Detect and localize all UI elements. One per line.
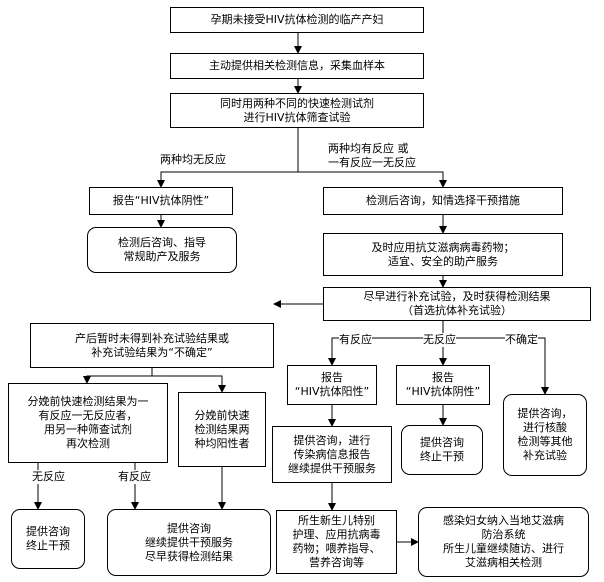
edge-label-reactive: 两种均有反应 或 一有反应一无反应 <box>328 142 416 170</box>
edge-label-no-reaction: 无反应 <box>423 333 456 347</box>
node-continue-service: 提供咨询 继续提供干预服务 尽早获得检测结果 <box>107 509 271 576</box>
node-report-negative-2: 报告 “HIV抗体阴性” <box>396 365 490 405</box>
node-antiviral: 及时应用抗艾滋病病毒药物； 适宜、安全的助产服务 <box>323 233 563 276</box>
node-report-negative: 报告“HIV抗体阴性” <box>89 187 233 215</box>
node-terminate-intervention: 提供咨询 终止干预 <box>401 425 483 475</box>
node-retest-other-reagent: 分娩前快速检测结果为一 有反应一无反应者， 用另一种筛查试剂 再次检测 <box>8 383 168 463</box>
node-report-info: 提供咨询，进行 传染病信息报告 继续提供干预服务 <box>272 426 392 483</box>
node-post-test-counseling: 检测后咨询，知情选择干预措施 <box>323 187 563 215</box>
node-terminate-intervention-left: 提供咨询 终止干预 <box>11 509 85 569</box>
node-report-positive: 报告 “HIV抗体阳性” <box>287 365 377 405</box>
node-nucleic-acid-test: 提供咨询， 进行核酸 检测等其他 补充试验 <box>503 394 587 476</box>
node-start: 孕期未接受HIV抗体检测的临产产妇 <box>170 7 424 33</box>
node-routine-service: 检测后咨询、指导 常规助产及服务 <box>87 227 237 273</box>
edge-label-has-reaction: 有反应 <box>339 333 372 347</box>
node-result-pending: 产后暂时未得到补充试验结果或 补充试验结果为“不确定” <box>30 323 274 368</box>
node-both-positive: 分娩前快速 检测结果两 种均阳性者 <box>178 392 266 467</box>
edge-label-both-nonreactive: 两种均无反应 <box>160 153 226 167</box>
edge-label-left-no-reaction: 无反应 <box>32 470 65 484</box>
node-follow-up: 感染妇女纳入当地艾滋病 防治系统 所生儿童继续随访、进行 艾滋病相关检测 <box>418 507 589 577</box>
node-newborn-care: 所生新生儿特别 护理、应用抗病毒 药物；喂养指导、 营养咨询等 <box>276 510 397 574</box>
node-supplementary-test: 尽早进行补充试验，及时获得检测结果 （首选抗体补充试验） <box>323 287 591 321</box>
edge-label-left-has-reaction: 有反应 <box>118 470 151 484</box>
node-rapid-test: 同时用两种不同的快速检测试剂 进行HIV抗体筛查试验 <box>170 93 424 128</box>
edge-label-uncertain: 不确定 <box>505 333 538 347</box>
node-collect-sample: 主动提供相关检测信息，采集血样本 <box>170 53 424 79</box>
